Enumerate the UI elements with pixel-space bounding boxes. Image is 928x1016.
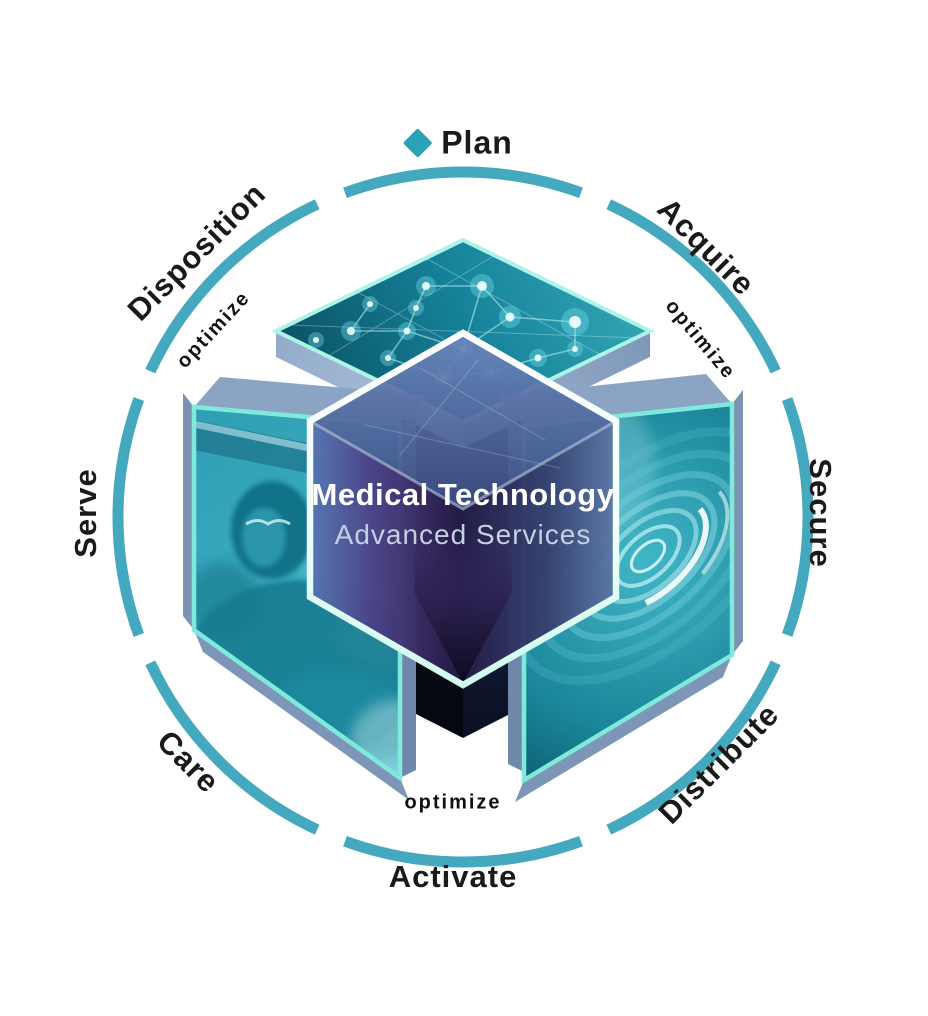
cube-title: Medical Technology [312,477,615,512]
ring-label-secure: Secure [803,458,838,568]
plan-label: Plan [441,124,513,161]
ring-arc-secure [782,397,814,637]
ring-arc-care [145,660,320,835]
ring-label-activate: Activate [388,859,518,894]
ring-arc-disposition [145,199,320,374]
ring-label-serve: Serve [68,468,103,558]
ring-arc-serve [112,397,144,637]
cube-subtitle: Advanced Services [335,519,592,550]
lifecycle-ring [112,166,814,868]
ring-arc-plan [343,166,583,198]
ring-label-plan: Plan [402,124,513,162]
ring-arc-distribute [606,660,781,835]
optimize-label-bottom: optimize [404,791,502,814]
center-hexagon: Medical Technology Advanced Services [306,329,620,689]
ring-arc-activate [343,836,583,868]
plan-diamond-icon [402,128,433,158]
ring-arc-acquire [606,199,781,374]
